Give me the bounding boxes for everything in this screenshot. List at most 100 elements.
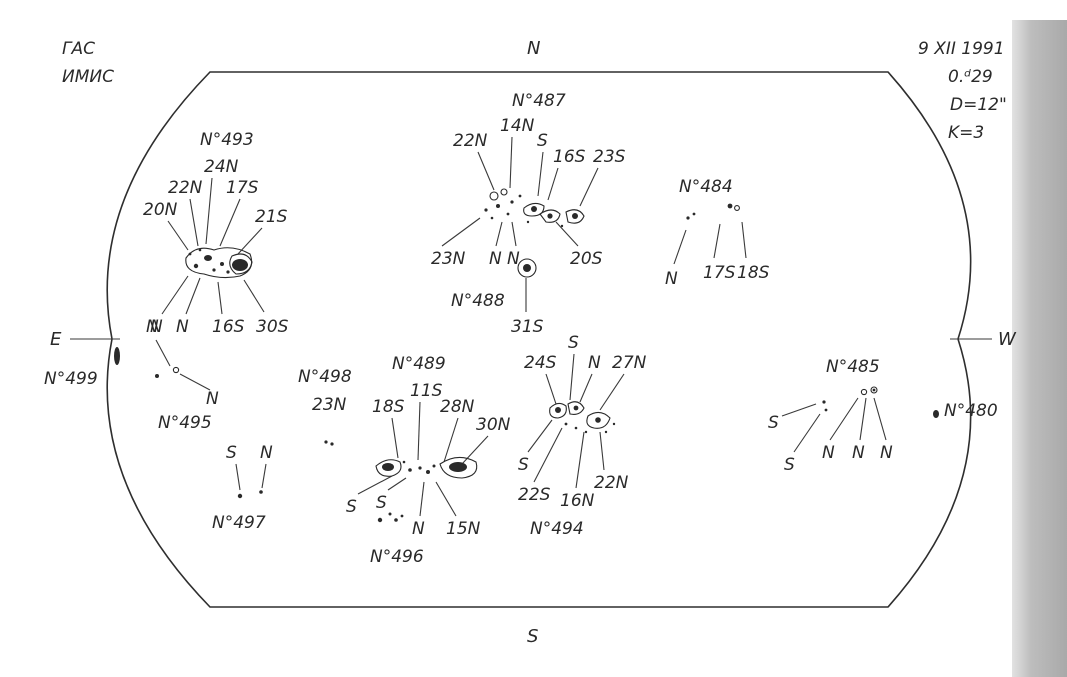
sunspot	[692, 212, 696, 216]
limb-sunspot	[933, 410, 939, 418]
direction-south: S	[527, 626, 538, 647]
polarity-label: 20N	[143, 200, 178, 220]
org-line-2: ИМИС	[62, 67, 114, 87]
sunspot	[237, 493, 243, 499]
direction-east: E	[50, 329, 62, 350]
polarity-label: N	[146, 317, 159, 337]
polarity-label: 16S	[553, 147, 586, 167]
sunspot	[388, 512, 392, 516]
polarity-label: 27N	[612, 353, 647, 373]
polarity-label: S	[537, 131, 548, 151]
polarity-label: 23N	[312, 395, 347, 415]
group-label: N°484	[679, 177, 733, 197]
group-label: N°485	[826, 357, 880, 377]
group-n480: N°480	[933, 401, 998, 421]
polarity-label: 24S	[524, 353, 557, 373]
polarity-label: N	[880, 443, 893, 463]
disk-diameter: D=12"	[950, 95, 1007, 115]
sunspot	[860, 388, 868, 396]
group-n485: N°485 S S N N N	[768, 357, 893, 475]
polarity-label: S	[376, 493, 387, 513]
sunspot	[870, 386, 878, 394]
sunspot	[822, 400, 826, 404]
group-label: N°488	[451, 291, 505, 311]
leader-lines	[235, 463, 267, 491]
org-line-1: ГАС	[62, 39, 95, 59]
polarity-label: N	[822, 443, 835, 463]
sunspot-umbra	[523, 264, 531, 272]
sunspot-cluster	[484, 188, 585, 228]
group-label: N°494	[530, 519, 584, 539]
polarity-label: 16N	[560, 491, 595, 511]
polarity-label: 22S	[518, 485, 551, 505]
polarity-label: 28N	[440, 397, 475, 417]
polarity-label: 22N	[453, 131, 488, 151]
solar-disk-frame	[106, 71, 972, 608]
leader-lines	[673, 221, 747, 265]
sunspot	[324, 440, 328, 444]
leader-lines	[357, 401, 489, 517]
polarity-label: 23N	[431, 249, 466, 269]
group-label: N°497	[212, 513, 266, 533]
polarity-label: N	[507, 249, 520, 269]
leader-lines	[161, 177, 265, 315]
polarity-label: N	[489, 249, 502, 269]
group-n494: S 24S N 27N S 22S 16N 22N N°494	[518, 333, 647, 539]
leader-lines	[527, 353, 625, 489]
polarity-label: N	[665, 269, 678, 289]
polarity-label: N	[412, 519, 425, 539]
polarity-label: 18S	[737, 263, 770, 283]
sunspot	[394, 518, 398, 522]
group-n497: S N N°497	[212, 443, 273, 533]
polarity-label: 31S	[511, 317, 544, 337]
leader-lines	[441, 136, 599, 247]
polarity-label: N	[260, 443, 273, 463]
direction-west: W	[998, 329, 1017, 350]
polarity-label: 30N	[476, 415, 511, 435]
polarity-label: N	[588, 353, 601, 373]
k-value: K=3	[948, 123, 984, 143]
sunspot	[727, 203, 733, 209]
sunspot	[400, 514, 404, 518]
group-label: N°493	[200, 130, 254, 150]
polarity-label: N	[206, 389, 219, 409]
group-n498: N°498 23N	[298, 367, 352, 446]
group-n488: N°488 31S	[451, 258, 544, 337]
sunspot	[155, 374, 159, 378]
group-n496: N°496	[370, 512, 424, 567]
leader-lines	[781, 397, 887, 453]
sunspot	[824, 408, 828, 412]
polarity-label: N	[176, 317, 189, 337]
sunspot	[330, 442, 334, 446]
polarity-label: 18S	[372, 397, 405, 417]
polarity-label: S	[346, 497, 357, 517]
group-label: N°495	[158, 413, 212, 433]
sunspot-cluster	[549, 401, 616, 434]
sunspot	[872, 388, 876, 392]
sunspot-cluster	[375, 456, 478, 479]
polarity-label: 23S	[593, 147, 626, 167]
group-label: N°496	[370, 547, 424, 567]
sunspot-penumbra	[517, 258, 537, 278]
sunspot	[686, 216, 690, 220]
sunspot	[172, 366, 180, 374]
polarity-label: 24N	[204, 157, 239, 177]
group-label: N°499	[44, 369, 98, 389]
polarity-label: 30S	[256, 317, 289, 337]
polarity-label: 20S	[570, 249, 603, 269]
polarity-label: 14N	[500, 116, 535, 136]
group-label: N°498	[298, 367, 352, 387]
polarity-label: S	[768, 413, 779, 433]
sunspot	[259, 490, 263, 494]
group-n489: N°489 11S 18S 28N 30N S S N 15N	[346, 354, 511, 539]
polarity-label: 17S	[703, 263, 736, 283]
group-n487: N°487 14N 22N S 16S 23S 23N N N 20S	[431, 91, 626, 269]
limb-sunspot	[114, 347, 120, 365]
observation-time: 0.ᵈ29	[948, 67, 993, 87]
sunspot	[377, 517, 383, 523]
group-n484: N°484 N 17S 18S	[665, 177, 770, 289]
observation-date: 9 XII 1991	[918, 39, 1005, 59]
polarity-label: S	[518, 455, 529, 475]
group-label: N°487	[512, 91, 566, 111]
